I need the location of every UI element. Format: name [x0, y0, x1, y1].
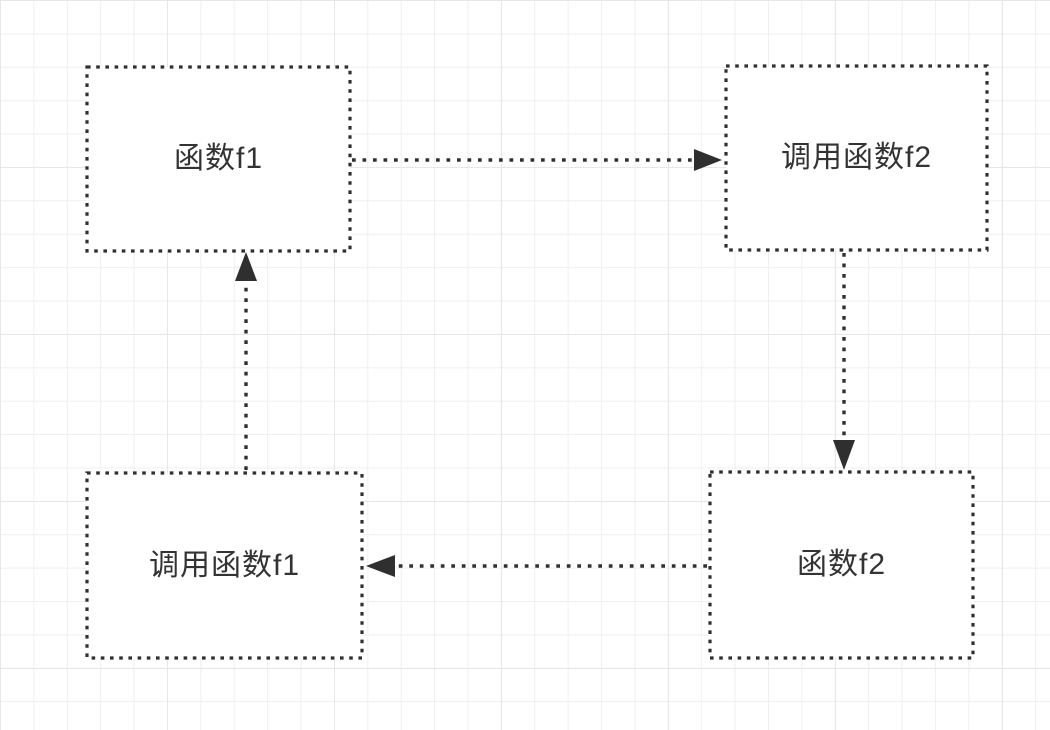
edge-f2-to-call-f1[interactable] — [366, 555, 707, 577]
arrowhead-left-icon — [366, 555, 395, 577]
node-f2-box[interactable] — [708, 470, 975, 660]
edge-call-f1-to-f1[interactable] — [235, 252, 257, 470]
arrowhead-up-icon — [235, 252, 257, 281]
edge-f1-to-call-f2[interactable] — [352, 149, 722, 171]
node-call-f2-box[interactable] — [724, 64, 989, 252]
node-f2[interactable] — [708, 470, 975, 660]
arrowhead-right-icon — [694, 149, 722, 171]
node-call-f1-box[interactable] — [85, 471, 364, 660]
node-call-f1[interactable] — [85, 471, 364, 660]
node-f1[interactable] — [85, 65, 352, 253]
edge-call-f2-to-f2[interactable] — [833, 253, 855, 470]
node-call-f2[interactable] — [724, 64, 989, 252]
node-f1-box[interactable] — [85, 65, 352, 253]
arrowhead-down-icon — [833, 440, 855, 470]
